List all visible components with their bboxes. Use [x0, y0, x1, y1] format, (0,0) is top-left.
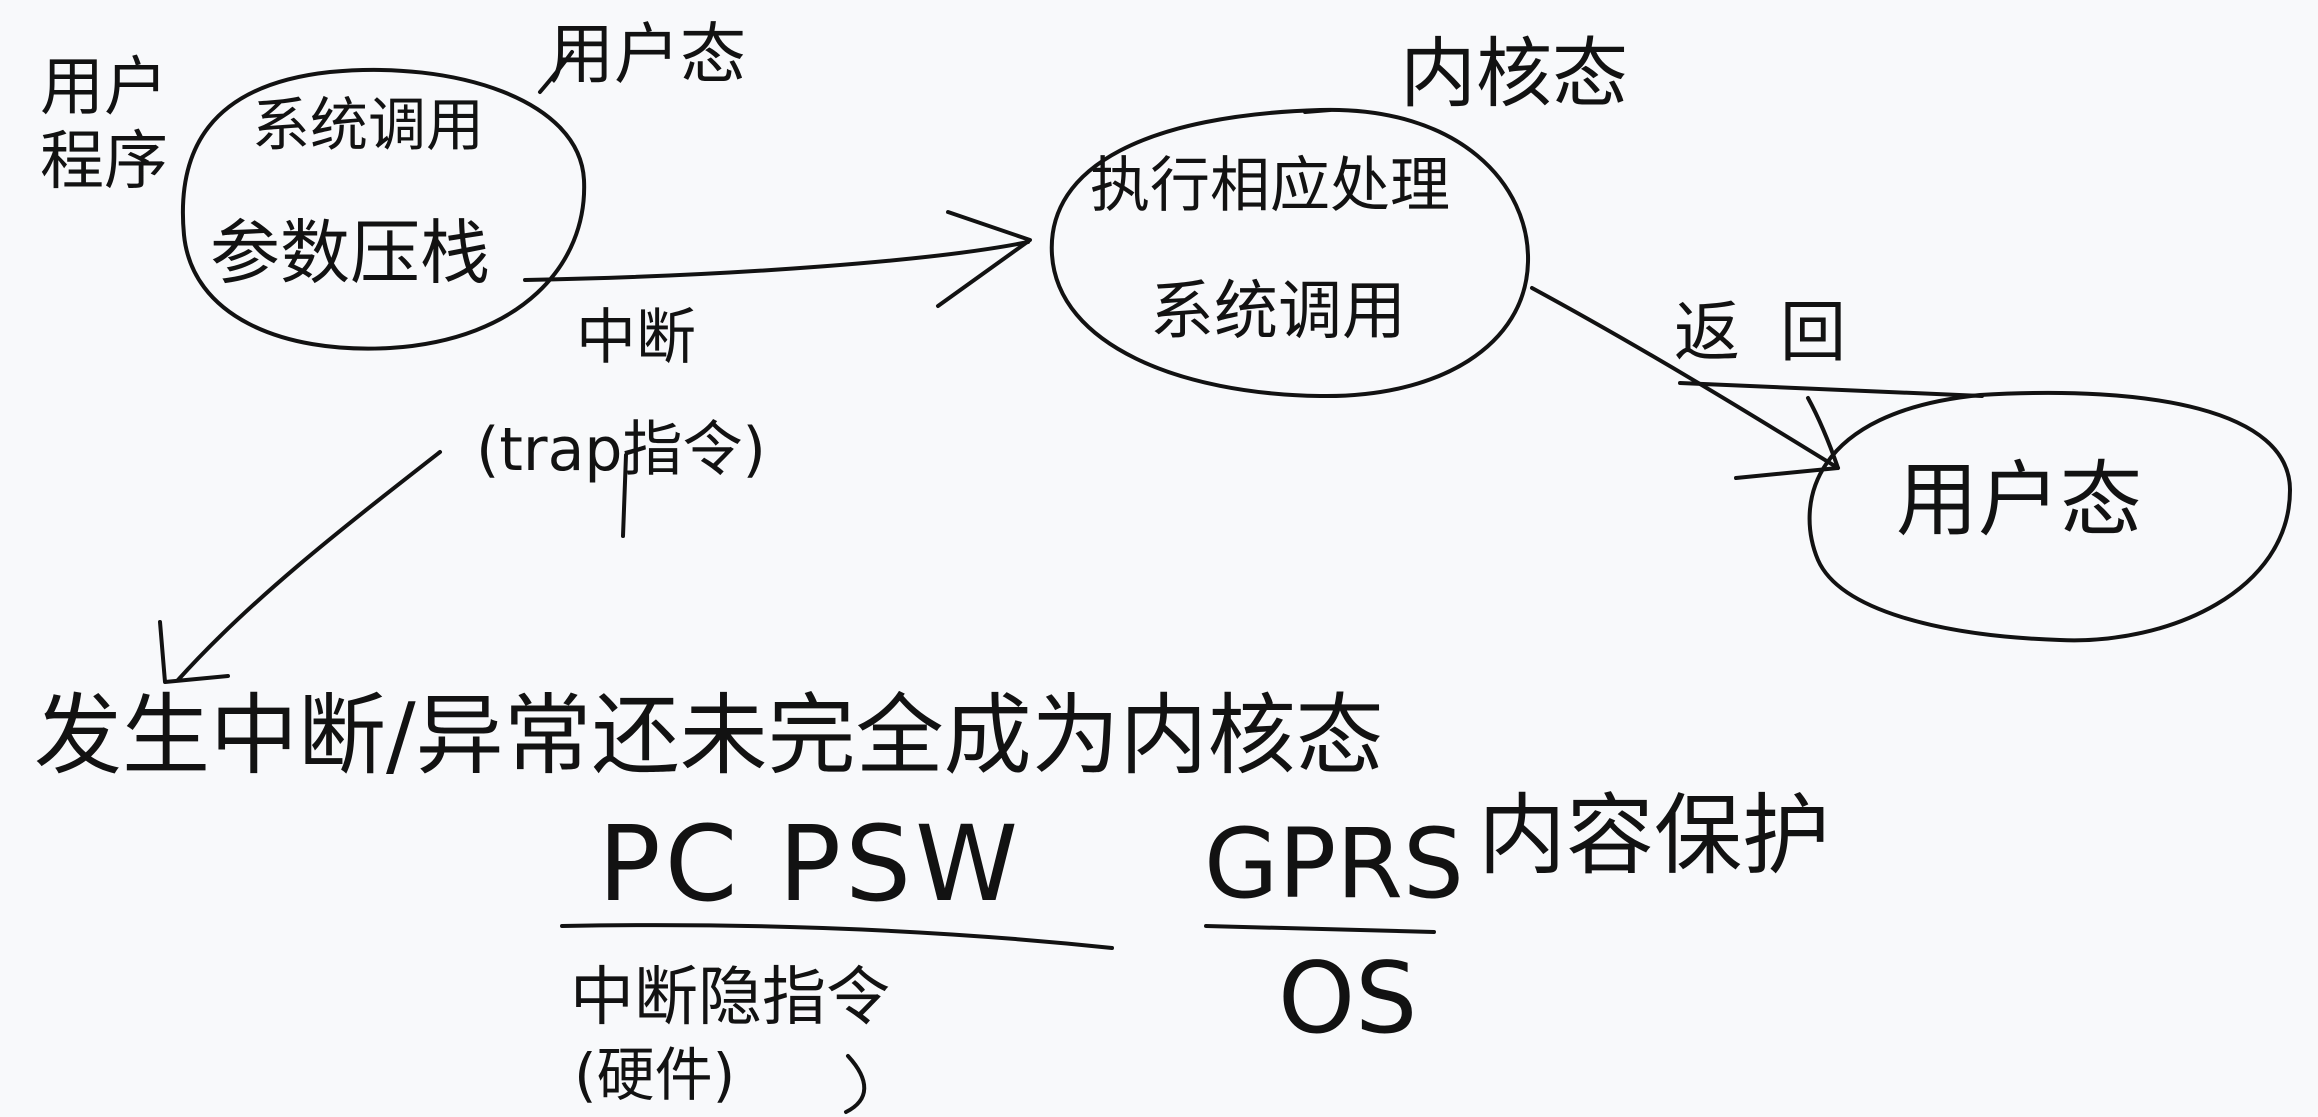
hardware-bracket — [844, 1054, 867, 1114]
interrupt-hidden-instruction-label: 中断隐指令 — [570, 961, 890, 1035]
kernel-mode-label: 内核态 — [1400, 29, 1628, 118]
return-label: 返回 — [1674, 294, 1886, 371]
gprs-label: GPRS — [1204, 808, 1464, 920]
trap-bracket-stem — [621, 453, 628, 538]
user-mode-label-top: 用户态 — [548, 16, 746, 93]
left-bubble-tick — [538, 50, 574, 94]
gprs-line — [1204, 924, 1436, 934]
interrupt-arrow — [523, 240, 1030, 282]
kernel-mark — [1303, 108, 1332, 114]
os-label: OS — [1278, 942, 1418, 1056]
user-mode-label-right: 用户态 — [1896, 453, 2143, 548]
kernel-bubble — [1049, 107, 1531, 399]
return-arrow-head — [1734, 396, 1840, 480]
interrupt-arrow-head — [936, 210, 1032, 308]
pc-psw-label: PC PSW — [598, 803, 1022, 925]
left-bubble — [180, 67, 587, 351]
trap-instruction-label: (trap指令) — [476, 415, 766, 485]
pc-psw-line — [560, 923, 1114, 950]
user-mode-bubble — [1807, 390, 2292, 643]
hardware-label: (硬件) — [574, 1041, 736, 1109]
main-sentence: 发生中断/异常还未完全成为内核态 — [34, 684, 1384, 787]
down-arrow — [176, 450, 442, 682]
user-program-label: 用户程序 — [40, 51, 168, 199]
down-arrow-head — [158, 620, 230, 684]
return-underline — [1678, 381, 1984, 398]
content-protect-label: 内容保护 — [1478, 784, 1831, 887]
exec-handler-label: 执行相应处理 — [1090, 151, 1450, 221]
interrupt-label: 中断 — [576, 303, 696, 373]
syscall-label-right: 系统调用 — [1150, 275, 1406, 349]
syscall-label-left: 系统调用 — [252, 91, 485, 159]
param-stack-label: 参数压栈 — [210, 212, 490, 294]
